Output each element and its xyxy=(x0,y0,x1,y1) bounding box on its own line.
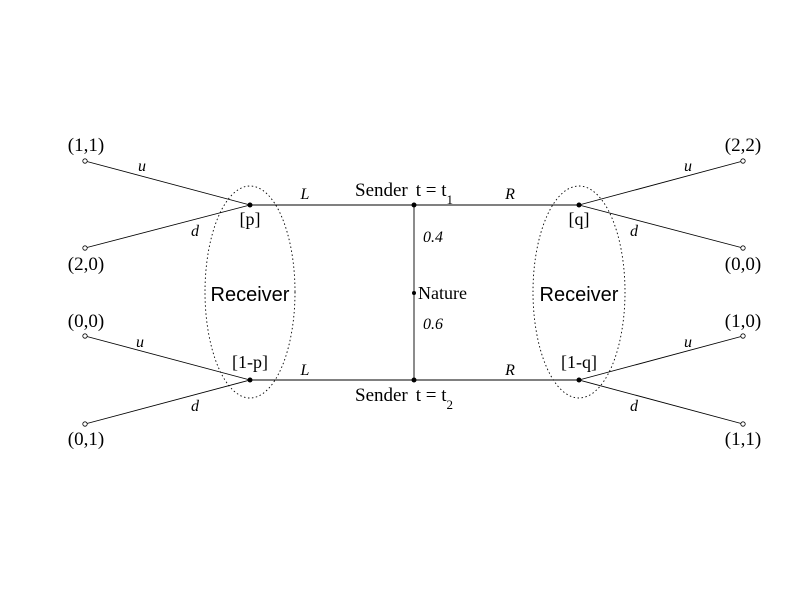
receiver-right-top-node xyxy=(576,202,582,208)
action-label-left: L xyxy=(300,362,310,379)
action-label-down: d xyxy=(630,398,639,415)
edge-bottom-right-down xyxy=(578,379,744,425)
belief-right-top: [q] xyxy=(569,209,590,229)
receiver-left-label: Receiver xyxy=(211,284,290,306)
receiver-right-bottom-node xyxy=(576,377,582,383)
receiver-left-information-set xyxy=(204,185,296,399)
receiver-right-label: Receiver xyxy=(540,284,619,306)
terminal-node xyxy=(740,421,746,427)
edge-top-left-down xyxy=(84,204,251,249)
nature-prob-t2: 0.6 xyxy=(423,316,443,333)
action-label-down: d xyxy=(191,223,200,240)
terminal-node xyxy=(740,158,746,164)
payoff-bottom-left-up: (0,0) xyxy=(68,311,104,332)
payoff-top-left-down: (2,0) xyxy=(68,254,104,275)
terminal-node xyxy=(82,421,88,427)
terminal-node xyxy=(740,245,746,251)
belief-left-bottom: [1-p] xyxy=(232,352,268,372)
belief-left-top: [p] xyxy=(240,209,261,229)
payoff-top-left-up: (1,1) xyxy=(68,135,104,156)
payoff-top-right-down: (0,0) xyxy=(725,254,761,275)
edge-bottom-left-down xyxy=(84,379,251,425)
edge-top-right-up xyxy=(578,160,744,206)
action-label-up: u xyxy=(138,158,146,175)
edge-bottom-left-up xyxy=(84,335,251,381)
action-label-left: L xyxy=(300,186,310,203)
action-label-up: u xyxy=(684,334,692,351)
terminal-node xyxy=(82,158,88,164)
edge-top-left-up xyxy=(84,160,251,206)
nature-node xyxy=(412,291,416,295)
receiver-left-bottom-node xyxy=(247,377,253,383)
payoff-bottom-right-up: (1,0) xyxy=(725,311,761,332)
nature-prob-t1: 0.4 xyxy=(423,229,443,246)
terminal-node xyxy=(82,333,88,339)
action-label-up: u xyxy=(136,334,144,351)
terminal-node xyxy=(82,245,88,251)
action-label-down: d xyxy=(191,398,200,415)
receiver-right-information-set xyxy=(532,185,626,399)
edge-top-right-down xyxy=(578,204,744,249)
receiver-left-top-node xyxy=(247,202,253,208)
edge-bottom-right-up xyxy=(578,335,744,381)
belief-right-bottom: [1-q] xyxy=(561,352,597,372)
payoff-top-right-up: (2,2) xyxy=(725,135,761,156)
action-label-up: u xyxy=(684,158,692,175)
terminal-node xyxy=(740,333,746,339)
payoff-bottom-right-down: (1,1) xyxy=(725,429,761,450)
payoff-bottom-left-down: (0,1) xyxy=(68,429,104,450)
sender-t1-node xyxy=(411,202,417,208)
sender-t2-node xyxy=(411,377,417,383)
nature-label: Nature xyxy=(418,283,467,303)
action-label-right: R xyxy=(504,362,515,379)
action-label-right: R xyxy=(504,186,515,203)
action-label-down: d xyxy=(630,223,639,240)
